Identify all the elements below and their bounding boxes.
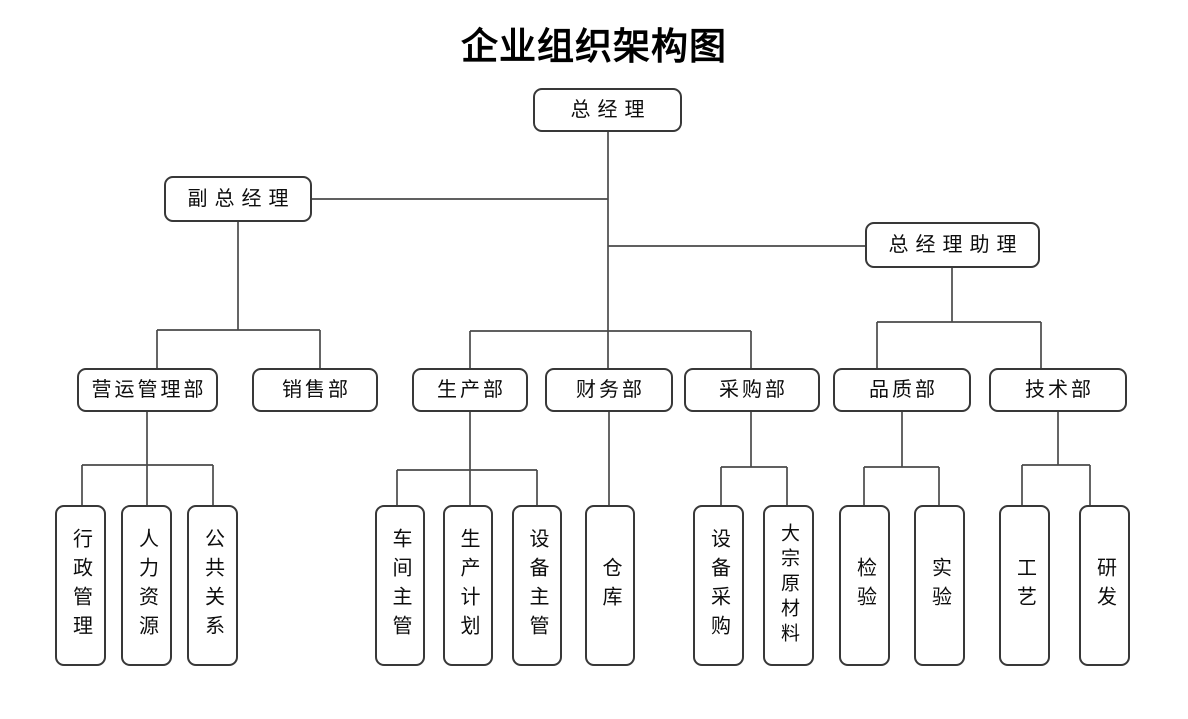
org-node-production-planning: 生产计划 <box>443 505 493 666</box>
org-node-admin-management: 行政管理 <box>55 505 106 666</box>
org-node-equipment-purchasing: 设备采购 <box>693 505 744 666</box>
org-node-human-resources: 人力资源 <box>121 505 172 666</box>
org-node-equipment-supervisor: 设备主管 <box>512 505 562 666</box>
org-node-purchasing-dept: 采购部 <box>684 368 820 412</box>
org-node-technology-dept: 技术部 <box>989 368 1127 412</box>
org-node-sales-dept: 销售部 <box>252 368 378 412</box>
org-node-workshop-supervisor: 车间主管 <box>375 505 425 666</box>
org-node-bulk-raw-materials: 大宗原材料 <box>763 505 814 666</box>
org-node-finance-dept: 财务部 <box>545 368 673 412</box>
org-node-production-dept: 生产部 <box>412 368 528 412</box>
org-node-process-engineering: 工艺 <box>999 505 1050 666</box>
org-node-operations-dept: 营运管理部 <box>77 368 218 412</box>
org-node-quality-dept: 品质部 <box>833 368 971 412</box>
org-node-deputy-general-manager: 副总经理 <box>164 176 312 222</box>
org-node-research-development: 研发 <box>1079 505 1130 666</box>
org-node-gm-assistant: 总经理助理 <box>865 222 1040 268</box>
chart-title: 企业组织架构图 <box>461 27 727 68</box>
org-node-warehouse: 仓库 <box>585 505 635 666</box>
org-node-inspection: 检验 <box>839 505 890 666</box>
org-node-testing: 实验 <box>914 505 965 666</box>
org-node-public-relations: 公共关系 <box>187 505 238 666</box>
org-node-general-manager: 总经理 <box>533 88 682 132</box>
